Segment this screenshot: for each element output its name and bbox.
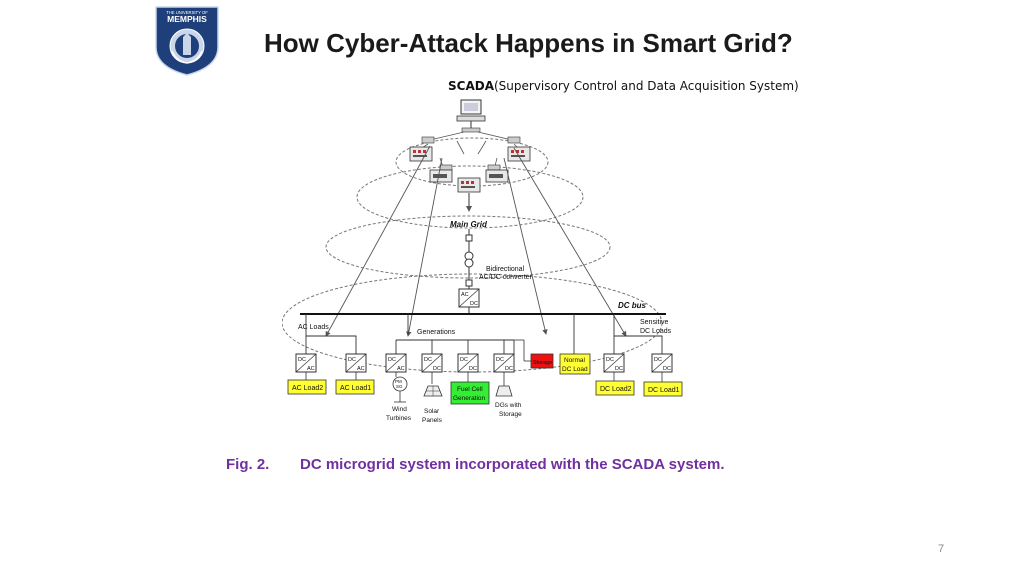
svg-text:DC: DC xyxy=(348,357,356,363)
converter-dc-dc-2: DC DC xyxy=(457,353,479,373)
switch-icon xyxy=(421,136,521,171)
ac-load1-box xyxy=(335,379,375,395)
converter-label-line2: AC/DC converter xyxy=(479,274,533,281)
wind-turbine-icon xyxy=(394,391,406,403)
converter-dc-ac-3: DC AC xyxy=(385,353,407,373)
converter-dc-ac-1: DC AC xyxy=(295,353,317,373)
figure-caption-text: DC microgrid system incorporated with th… xyxy=(300,456,725,473)
svg-text:DC: DC xyxy=(505,366,513,372)
ac-load1-label: AC Load1 xyxy=(340,385,371,392)
svg-text:DC: DC xyxy=(663,366,671,372)
communication-layer-ellipse xyxy=(356,165,584,229)
dc-load1-box xyxy=(643,381,683,397)
converter-dc-ac-2: DC AC xyxy=(345,353,367,373)
svg-text:AC: AC xyxy=(357,366,365,372)
figure-number: Fig. 2. xyxy=(226,456,270,473)
solar-label-line1: Solar xyxy=(424,408,440,415)
rtu-panel-icon xyxy=(409,146,531,193)
sensitive-loads-line1: Sensitive xyxy=(640,319,669,326)
main-grid-label: Main Grid xyxy=(450,220,488,229)
ac-load2-box xyxy=(287,379,327,395)
converter-dc-dc-1: DC DC xyxy=(421,353,443,373)
university-logo: THE UNIVERSITY OF MEMPHIS xyxy=(155,6,219,76)
dg-storage-icon xyxy=(495,385,513,397)
svg-text:DC: DC xyxy=(298,357,306,363)
generations-label: Generations xyxy=(417,329,456,336)
normal-dc-load-box xyxy=(559,353,591,375)
svg-text:DC: DC xyxy=(469,366,477,372)
svg-text:DC: DC xyxy=(433,366,441,372)
scada-microgrid-diagram: Main Grid Bidirectional AC/DC converter … xyxy=(282,99,683,424)
svg-text:DC: DC xyxy=(615,366,623,372)
svg-text:DC: DC xyxy=(654,357,662,363)
pmsg-label-line1: PM xyxy=(395,379,402,384)
svg-text:DC: DC xyxy=(460,357,468,363)
converter-dc-dc-3: DC DC xyxy=(493,353,515,373)
svg-text:DC: DC xyxy=(424,357,432,363)
normal-dc-load-line2: DC Load xyxy=(562,366,588,373)
storage-label: Storage xyxy=(533,360,552,366)
svg-text:AC: AC xyxy=(307,366,315,372)
transformer-icon xyxy=(464,251,474,268)
grid-layer-ellipse xyxy=(325,215,611,279)
scada-expansion: (Supervisory Control and Data Acquisitio… xyxy=(493,79,799,93)
wind-label-line2: Turbines xyxy=(386,415,412,422)
dgs-label-line1: DGs with xyxy=(495,402,522,409)
sensitive-loads-line2: DC Loads xyxy=(640,328,672,335)
computer-icon xyxy=(456,99,486,122)
solar-panel-icon xyxy=(423,385,443,397)
svg-text:DC: DC xyxy=(470,301,478,307)
svg-text:DC: DC xyxy=(496,357,504,363)
fuel-cell-line2: Generation xyxy=(453,395,486,402)
page-number: 7 xyxy=(938,543,945,555)
fuel-cell-box xyxy=(450,381,490,405)
dc-load2-box xyxy=(595,380,635,396)
wind-label-line1: Wind xyxy=(392,406,407,413)
logo-name: MEMPHIS xyxy=(167,14,207,24)
scada-abbr: SCADA xyxy=(448,79,494,93)
dc-load2-label: DC Load2 xyxy=(600,386,632,393)
svg-text:DC: DC xyxy=(606,357,614,363)
control-layer-ellipse xyxy=(395,137,549,187)
microgrid-layer-ellipse xyxy=(282,273,663,373)
dc-load1-label: DC Load1 xyxy=(648,387,680,394)
converter-dc-dc-4: DC DC xyxy=(603,353,625,373)
scada-header: SCADA(Supervisory Control and Data Acqui… xyxy=(448,79,799,93)
ac-load2-label: AC Load2 xyxy=(292,385,323,392)
main-ac-dc-converter: AC DC xyxy=(458,288,480,308)
breaker-icon xyxy=(465,234,473,242)
page-title: How Cyber-Attack Happens in Smart Grid? xyxy=(264,28,793,58)
converter-label-line1: Bidirectional xyxy=(486,266,525,273)
svg-text:AC: AC xyxy=(397,366,405,372)
svg-text:AC: AC xyxy=(461,292,469,298)
pmsg-label-line2: SG xyxy=(396,384,403,389)
logo-top-text: THE UNIVERSITY OF xyxy=(166,10,208,15)
converter-dc-dc-5: DC DC xyxy=(651,353,673,373)
dc-bus-label: DC bus xyxy=(618,301,647,310)
breaker-icon xyxy=(465,279,473,287)
router-icon xyxy=(461,127,481,133)
normal-dc-load-line1: Normal xyxy=(564,357,586,364)
ac-loads-label: AC Loads xyxy=(298,324,329,331)
fuel-cell-line1: Fuel Cell xyxy=(457,386,483,393)
solar-label-line2: Panels xyxy=(422,417,443,424)
dgs-label-line2: Storage xyxy=(499,411,522,418)
svg-text:DC: DC xyxy=(388,357,396,363)
figure-caption: Fig. 2. DC microgrid system incorporated … xyxy=(226,456,725,473)
